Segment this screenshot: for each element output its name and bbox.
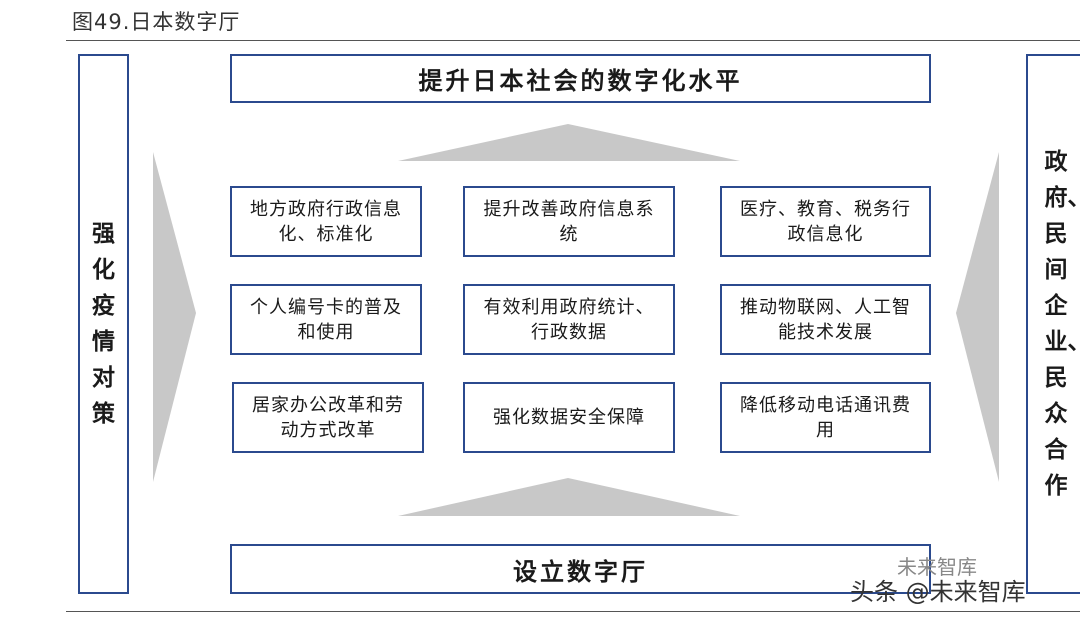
bottom-rule bbox=[66, 611, 1080, 612]
grid-cell: 有效利用政府统计、行政数据 bbox=[463, 284, 675, 355]
grid-cell: 居家办公改革和劳动方式改革 bbox=[232, 382, 424, 453]
watermark-line2: 头条 @未来智库 bbox=[850, 578, 1026, 606]
top-rule bbox=[66, 40, 1080, 41]
top-arrow-shape bbox=[398, 124, 740, 161]
top-goal-text: 提升日本社会的数字化水平 bbox=[418, 66, 743, 95]
right-arrow-shape bbox=[956, 152, 999, 482]
grid-cell: 强化数据安全保障 bbox=[463, 382, 675, 453]
bottom-base-box: 设立数字厅 bbox=[230, 544, 931, 594]
left-arrow-shape bbox=[153, 152, 196, 482]
grid-cell: 推动物联网、人工智能技术发展 bbox=[720, 284, 931, 355]
left-panel-text: 强化疫情对策 bbox=[92, 220, 115, 427]
right-panel-text: 政府、民间企业、民众合作 bbox=[1044, 148, 1080, 499]
grid-cell: 降低移动电话通讯费用 bbox=[720, 382, 931, 453]
grid-cell: 提升改善政府信息系统 bbox=[463, 186, 675, 257]
figure-title: 图49.日本数字厅 bbox=[72, 10, 241, 34]
top-goal-box: 提升日本社会的数字化水平 bbox=[230, 54, 931, 103]
watermark-line1: 未来智库 bbox=[897, 555, 977, 579]
grid-cell: 地方政府行政信息化、标准化 bbox=[230, 186, 422, 257]
bottom-arrow-shape bbox=[398, 478, 740, 516]
grid-cell: 医疗、教育、税务行政信息化 bbox=[720, 186, 931, 257]
grid-cell: 个人编号卡的普及和使用 bbox=[230, 284, 422, 355]
right-panel: 政府、民间企业、民众合作 bbox=[1026, 54, 1080, 594]
bottom-base-text: 设立数字厅 bbox=[513, 556, 648, 586]
left-panel: 强化疫情对策 bbox=[78, 54, 129, 594]
